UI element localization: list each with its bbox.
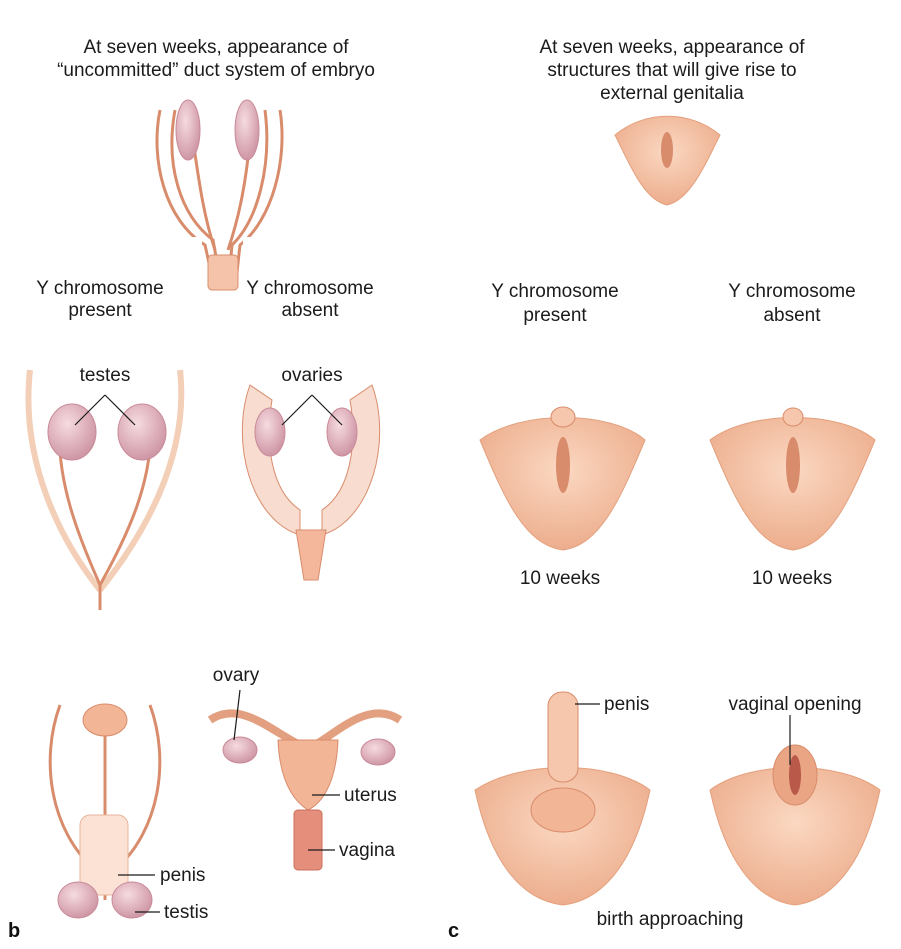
label-testes: testes — [80, 364, 131, 387]
panel-b-letter: b — [8, 920, 20, 943]
label-uterus: uterus — [344, 784, 397, 807]
label-ovaries: ovaries — [281, 364, 342, 387]
prostate-shape — [83, 704, 127, 736]
testis-right-shape — [118, 404, 166, 460]
ovary-left-shape — [255, 408, 285, 456]
label-penis-external: penis — [604, 693, 649, 716]
panel-c-right-branch-line2: absent — [763, 304, 820, 327]
panel-c-left-branch-line1: Y chromosome — [491, 280, 618, 303]
label-10-weeks-left: 10 weeks — [520, 567, 600, 590]
ten-weeks-right-fold — [786, 437, 800, 493]
label-vaginal-opening: vaginal opening — [728, 693, 861, 716]
panel-b-title-line2: “uncommitted” duct system of embryo — [57, 59, 375, 82]
panel-b-left-branch-line1: Y chromosome — [36, 277, 163, 300]
embryo-sinus — [208, 255, 238, 290]
penis-internal-shape — [80, 815, 128, 895]
panel-c-right-branch-line1: Y chromosome — [728, 280, 855, 303]
label-10-weeks-right: 10 weeks — [752, 567, 832, 590]
panel-c-letter: c — [448, 920, 459, 943]
ten-weeks-left-tubercle — [551, 407, 575, 427]
embryo-gonad-left — [176, 100, 200, 160]
panel-b-left-branch-line2: present — [68, 299, 131, 322]
panel-b-right-branch-line1: Y chromosome — [246, 277, 373, 300]
panel-c-title-line3: external genitalia — [600, 82, 744, 105]
embryo-gonad-right — [235, 100, 259, 160]
panel-b-title-line1: At seven weeks, appearance of — [83, 36, 348, 59]
ten-weeks-left-fold — [556, 437, 570, 493]
scrotum-shape — [531, 788, 595, 832]
penis-external-shape — [548, 692, 578, 782]
adult-testis-left-shape — [58, 882, 98, 918]
panel-c-title-line2: structures that will give rise to — [547, 59, 796, 82]
vaginal-opening-shape — [789, 755, 801, 795]
adult-ovary-right-shape — [361, 739, 395, 765]
adult-ovary-left-shape — [223, 737, 257, 763]
label-ovary: ovary — [213, 664, 259, 687]
label-testis: testis — [164, 901, 208, 924]
ten-weeks-right-tubercle — [783, 408, 803, 426]
early-genital-slit — [661, 132, 673, 168]
male-duct-illustration — [28, 370, 181, 610]
label-vagina: vagina — [339, 839, 395, 862]
label-birth-approaching: birth approaching — [597, 908, 744, 931]
panel-c-title-line1: At seven weeks, appearance of — [539, 36, 804, 59]
label-penis-internal: penis — [160, 864, 205, 887]
branch-arrows-c — [555, 207, 795, 265]
panel-b-right-branch-line2: absent — [281, 299, 338, 322]
panel-c-left-branch-line2: present — [523, 304, 586, 327]
testis-left-shape — [48, 404, 96, 460]
